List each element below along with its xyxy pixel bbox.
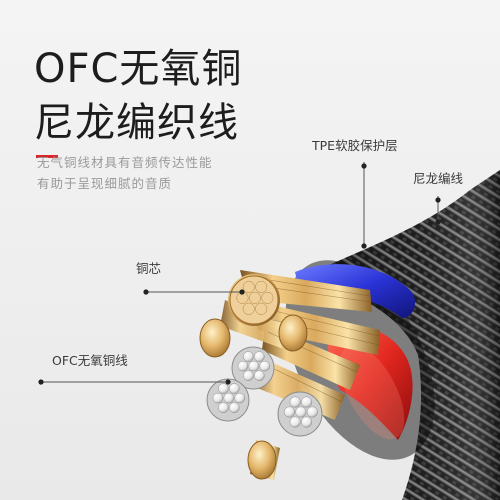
callout-ofc-copper-wire: OFC无氧铜线 <box>52 353 128 368</box>
copper-wire-ends <box>199 314 308 480</box>
subtitle-line-1: 无气铜线材具有音频传达性能 <box>37 155 213 170</box>
headline-line-1: OFC无氧铜 <box>34 46 243 92</box>
strand-bundles <box>206 346 323 437</box>
red-insulation <box>328 326 413 440</box>
strand-bundle-end <box>206 378 250 422</box>
accent-bar <box>36 155 58 158</box>
subtitle-line-2: 有助于呈现细腻的音质 <box>37 176 173 191</box>
strand-bundle-end <box>277 391 323 437</box>
copper-core-bundle <box>228 274 280 326</box>
callout-leaders <box>38 162 441 385</box>
callout-copper-core: 铜芯 <box>136 261 162 276</box>
headline-line-2: 尼龙编织线 <box>34 100 239 146</box>
strand-bundle-end <box>231 346 275 390</box>
callout-nylon-braid: 尼龙编线 <box>413 171 464 186</box>
callout-tpe-jacket: TPE软胶保护层 <box>312 138 398 153</box>
strand-bundle-end <box>229 275 279 325</box>
